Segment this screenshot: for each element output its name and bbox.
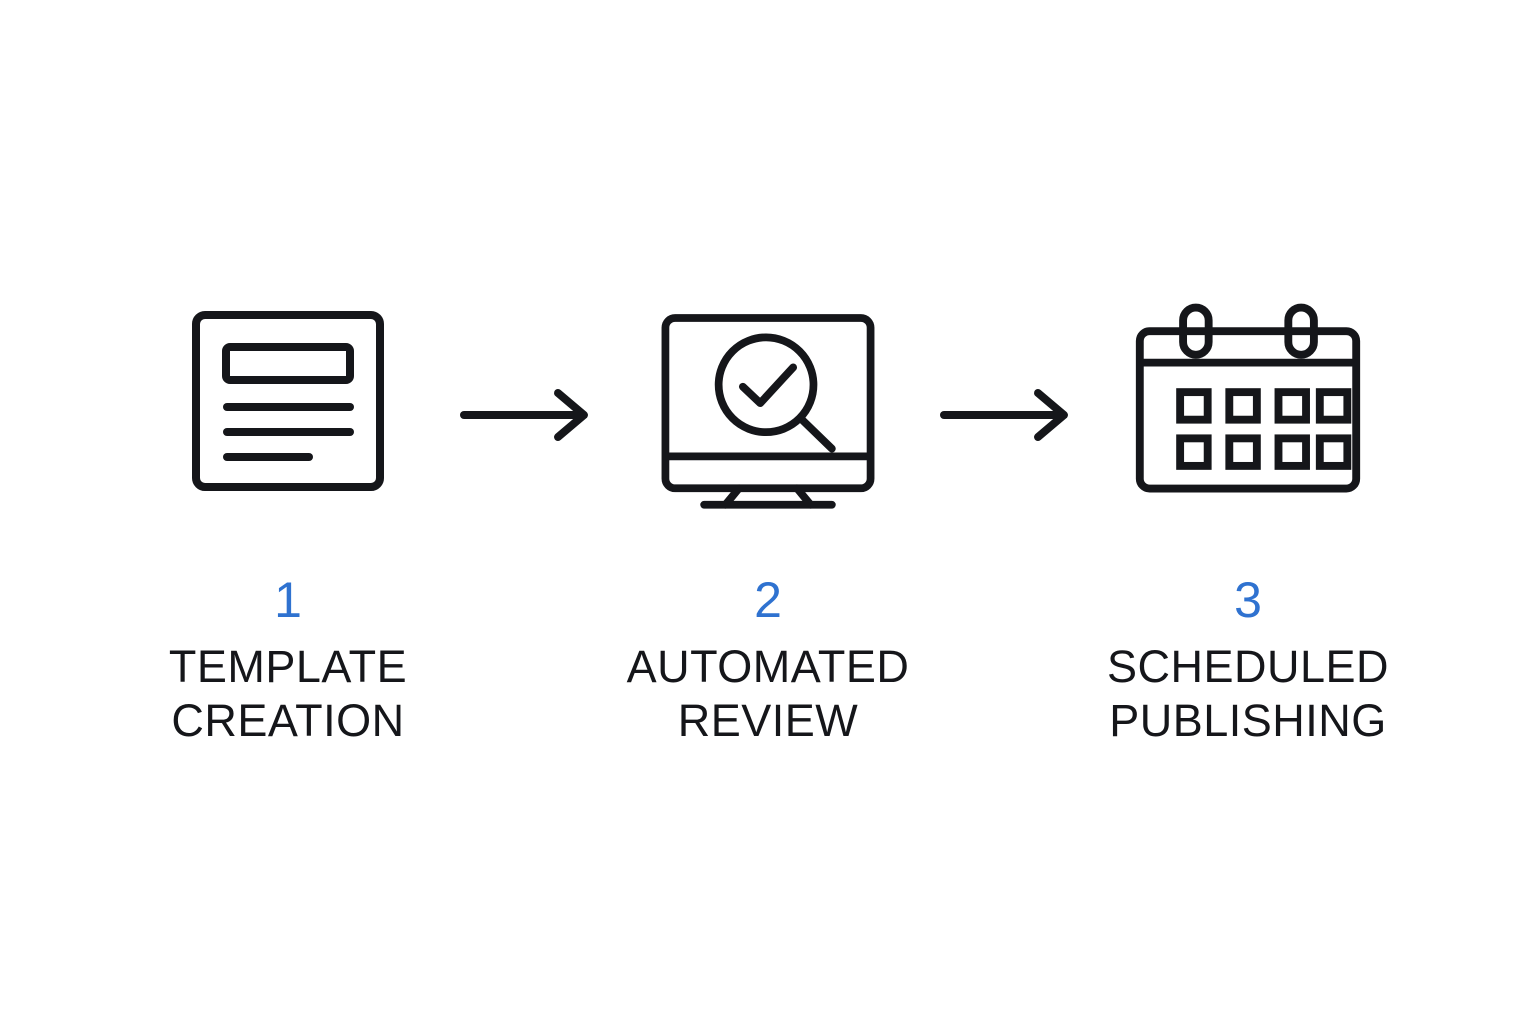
step-label: TEMPLATE CREATION bbox=[168, 641, 408, 746]
step-label: AUTOMATED REVIEW bbox=[626, 641, 910, 746]
step-2-automated-review: 2 AUTOMATED REVIEW bbox=[603, 300, 933, 748]
calendar-icon bbox=[1128, 300, 1368, 530]
step-number: 3 bbox=[1234, 572, 1262, 628]
step-number: 1 bbox=[274, 572, 302, 628]
monitor-magnifier-check-icon bbox=[648, 300, 888, 530]
step-3-scheduled-publishing: 3 SCHEDULED PUBLISHING bbox=[1083, 300, 1413, 748]
process-flow: 1 TEMPLATE CREATION bbox=[0, 300, 1536, 746]
arrow-right-1 bbox=[453, 300, 603, 530]
arrow-right-2 bbox=[933, 300, 1083, 530]
step-number: 2 bbox=[754, 572, 782, 628]
step-label: SCHEDULED PUBLISHING bbox=[1106, 641, 1390, 746]
document-template-icon bbox=[168, 300, 408, 530]
step-1-template-creation: 1 TEMPLATE CREATION bbox=[123, 300, 453, 748]
